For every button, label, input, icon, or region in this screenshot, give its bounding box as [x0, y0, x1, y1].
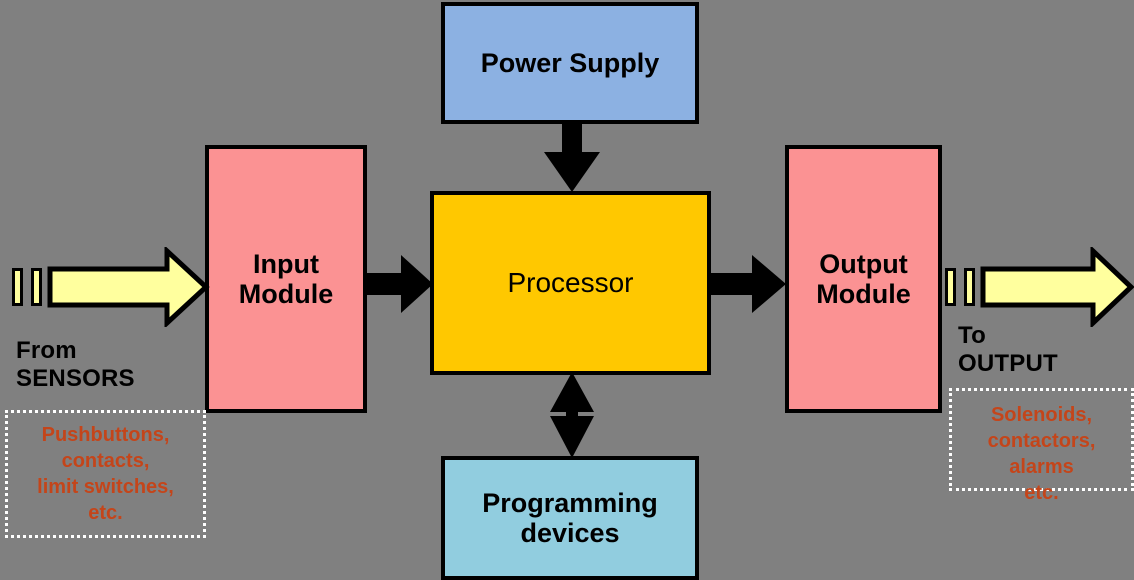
- output-module-block: Output Module: [785, 145, 942, 413]
- processor-to-programming-devices-arrow-icon: [550, 372, 594, 458]
- input-module-block: Input Module: [205, 145, 367, 413]
- output-examples-note: Solenoids, contactors, alarms etc.: [949, 388, 1134, 504]
- right-arrow-icon: [47, 247, 210, 327]
- processor-to-output-arrow-icon: [708, 255, 786, 313]
- processor-block: Processor: [430, 191, 711, 375]
- programming-devices-block: Programming devices: [441, 456, 699, 580]
- sensor-examples-text: Pushbuttons, contacts, limit switches, e…: [37, 424, 174, 524]
- break-tick-icon: [964, 268, 975, 306]
- break-tick-icon: [945, 268, 956, 306]
- sensor-examples-note: Pushbuttons, contacts, limit switches, e…: [5, 410, 206, 538]
- power-supply-block: Power Supply: [441, 2, 699, 124]
- input-to-processor-arrow-icon: [365, 255, 433, 313]
- break-tick-icon: [12, 268, 23, 306]
- to-output-label: To OUTPUT: [958, 322, 1058, 378]
- output-device-flow-arrow-icon: [945, 247, 1134, 327]
- break-tick-icon: [31, 268, 42, 306]
- right-arrow-icon: [980, 247, 1134, 327]
- sensor-input-flow-arrow-icon: [12, 247, 210, 327]
- power-supply-to-processor-arrow-icon: [544, 122, 600, 192]
- from-sensors-label: From SENSORS: [16, 337, 135, 393]
- output-examples-text: Solenoids, contactors, alarms etc.: [987, 403, 1096, 504]
